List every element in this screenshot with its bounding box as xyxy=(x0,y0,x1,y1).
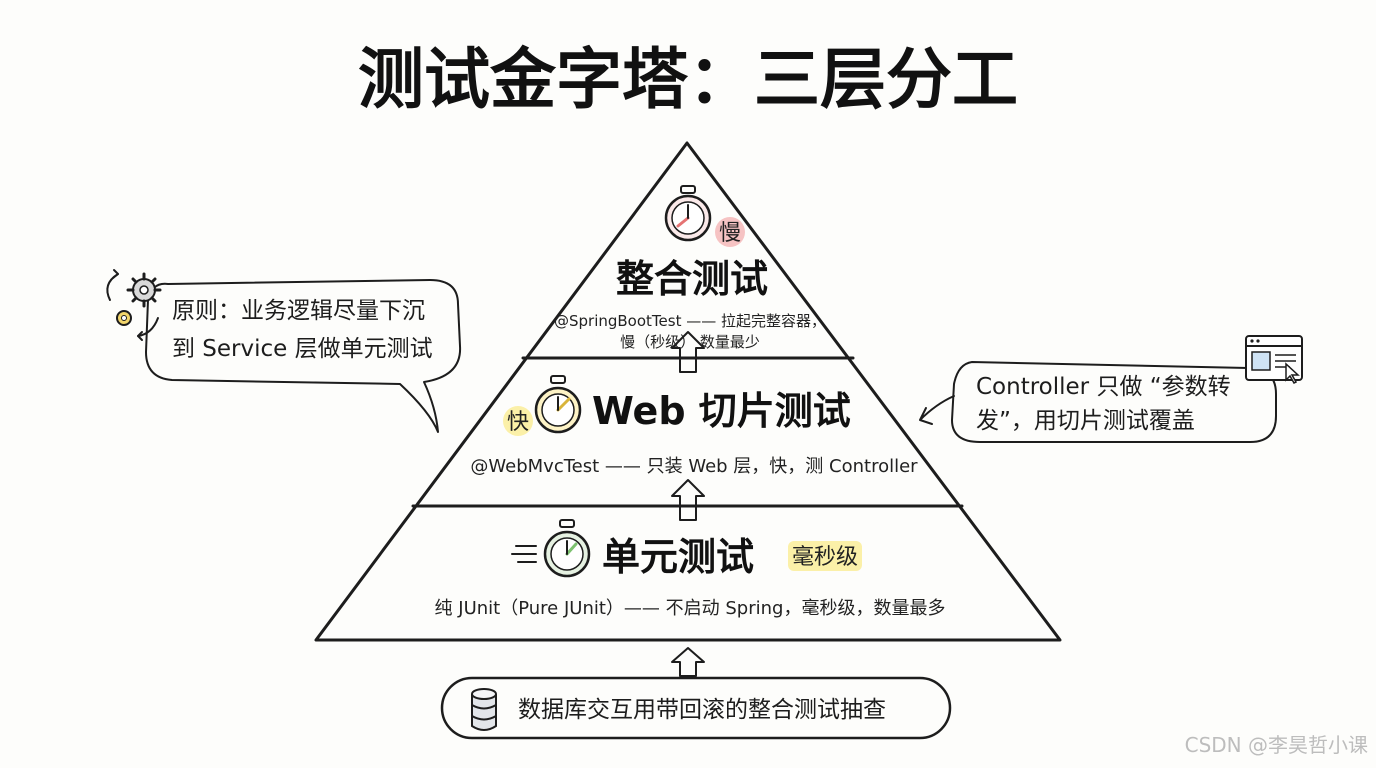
arrow-mid-to-top xyxy=(671,331,705,373)
tier-up-arrows xyxy=(671,331,705,677)
bottom-note: 数据库交互用带回滚的整合测试抽查 xyxy=(440,676,952,740)
speed-lines xyxy=(511,545,537,563)
stopwatch-icon xyxy=(534,375,582,434)
slow-highlight xyxy=(715,217,745,247)
watermark: CSDN @李昊哲小课 xyxy=(1185,733,1368,757)
left-note: 原则：业务逻辑尽量下沉 到 Service 层做单元测试 xyxy=(106,269,462,433)
left-note-line2: 到 Service 层做单元测试 xyxy=(172,336,433,362)
left-note-line1: 原则：业务逻辑尽量下沉 xyxy=(172,298,425,324)
pyramid-outline xyxy=(314,141,1062,642)
speed-tag-fast: 快 xyxy=(507,410,529,435)
right-note-line2: 发”，用切片测试覆盖 xyxy=(976,408,1195,434)
stopwatch-icon xyxy=(664,185,712,242)
ms-highlight xyxy=(788,541,862,571)
tier-middle-desc: @WebMvcTest —— 只装 Web 层，快，测 Controller xyxy=(470,456,918,477)
database-icon xyxy=(471,688,497,731)
arrow-bottom-to-mid xyxy=(671,479,705,521)
tier-top-desc-line2: 慢（秒级） 数量最少 xyxy=(620,333,760,351)
tier-bottom-title: 单元测试 xyxy=(602,535,754,579)
speed-tag-ms: 毫秒级 xyxy=(792,545,858,570)
right-note: Controller 只做 “参数转 发”，用切片测试覆盖 xyxy=(919,335,1303,443)
left-note-bubble xyxy=(145,279,462,433)
speed-tag-slow: 慢 xyxy=(719,221,741,246)
arrow-note-to-bottom xyxy=(671,647,705,677)
bottom-note-text: 数据库交互用带回滚的整合测试抽查 xyxy=(518,697,886,723)
tier-top: 慢 整合测试 @SpringBootTest —— 拉起完整容器， 慢（秒级） … xyxy=(554,185,826,351)
right-note-pointer xyxy=(919,395,955,425)
page-title: 测试金字塔：三层分工 xyxy=(358,41,1018,118)
tier-top-title: 整合测试 xyxy=(616,257,768,301)
gears-icon xyxy=(106,269,162,341)
tier-bottom: 单元测试 毫秒级 纯 JUnit（Pure JUnit）—— 不启动 Sprin… xyxy=(435,519,946,619)
tier-top-desc-line1: @SpringBootTest —— 拉起完整容器， xyxy=(554,312,826,330)
tier-middle-title: Web 切片测试 xyxy=(592,389,851,433)
tier-bottom-desc: 纯 JUnit（Pure JUnit）—— 不启动 Spring，毫秒级，数量最… xyxy=(435,598,946,619)
fast-highlight xyxy=(503,406,533,436)
stopwatch-icon xyxy=(543,519,591,578)
right-note-line1: Controller 只做 “参数转 xyxy=(976,374,1231,400)
browser-window-icon xyxy=(1245,335,1303,384)
bottom-note-pill xyxy=(440,676,952,740)
tier-middle: 快 Web 切片测试 @WebMvcTest —— 只装 Web 层，快，测 C… xyxy=(470,375,918,477)
